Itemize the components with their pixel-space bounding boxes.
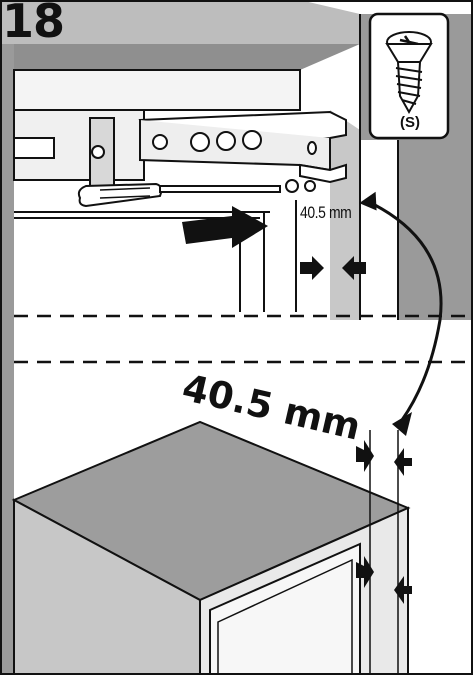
dimension-arrow-icon <box>356 556 374 588</box>
cabinet-left-wall <box>0 44 14 674</box>
dimension-arrow-icon <box>356 440 374 472</box>
dimension-arrow-icon <box>300 256 324 280</box>
bracket-hole <box>190 132 210 152</box>
dimension-arrow-icon <box>394 576 412 604</box>
oven-door <box>209 542 361 675</box>
appliance-upper-panel <box>13 69 301 111</box>
dimension-label-top: 40.5 mm <box>300 203 352 222</box>
bracket-hole <box>152 134 168 150</box>
fixing-screw-icon <box>285 179 299 193</box>
step-number: 18 <box>2 0 65 48</box>
push-arrow-icon <box>182 206 268 248</box>
countersunk-screw-icon <box>385 31 433 115</box>
appliance-slot <box>13 137 55 159</box>
fixing-screw-icon <box>304 180 316 192</box>
cabinet-ceiling <box>0 44 360 70</box>
arrow-head-icon <box>359 191 377 211</box>
oven-door-window <box>217 558 353 675</box>
bracket-hole <box>242 130 262 150</box>
screwdriver-grip-line <box>99 187 151 191</box>
bracket-hole <box>307 141 317 155</box>
bracket-lip <box>299 163 347 184</box>
screwdriver-shaft <box>159 185 281 193</box>
bracket-hole <box>216 131 236 151</box>
hinge-screw-icon <box>91 145 105 159</box>
correspondence-arc <box>364 198 443 421</box>
cabinet-top-band <box>0 0 360 44</box>
screwdriver-grip-line <box>99 195 151 199</box>
dimension-arrow-icon <box>394 448 412 476</box>
screw-label: (S) <box>400 114 420 131</box>
oven-side <box>13 498 201 675</box>
dimension-arrow-icon <box>342 256 366 280</box>
arrow-head-icon <box>392 412 412 436</box>
